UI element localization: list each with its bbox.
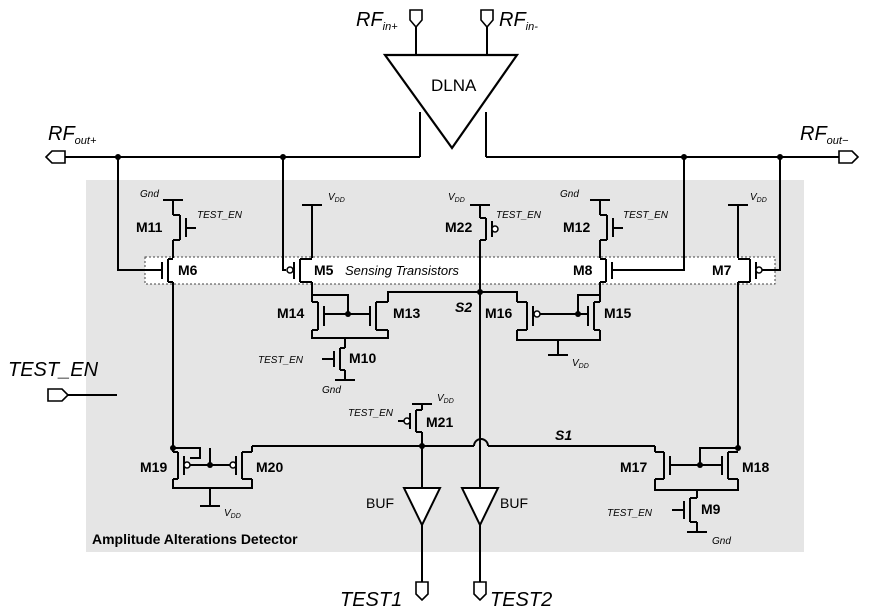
svg-text:M17: M17 bbox=[620, 459, 647, 475]
svg-text:RFin-: RFin- bbox=[499, 9, 538, 33]
svg-text:M9: M9 bbox=[701, 501, 721, 517]
test-en-pin: TEST_EN bbox=[8, 359, 117, 402]
s2-label: S2 bbox=[455, 299, 472, 315]
gnd-m12: Gnd bbox=[560, 189, 610, 215]
m17-m18-pair: M17 M18 bbox=[620, 446, 769, 498]
svg-text:BUF: BUF bbox=[366, 495, 394, 511]
svg-text:Gnd: Gnd bbox=[712, 536, 731, 547]
dlna-amplifier: DLNA bbox=[382, 53, 520, 157]
svg-text:TEST_EN: TEST_EN bbox=[623, 210, 669, 221]
svg-text:BUF: BUF bbox=[500, 495, 528, 511]
m10-transistor: TEST_EN M10 Gnd bbox=[258, 345, 376, 396]
svg-text:M19: M19 bbox=[140, 459, 167, 475]
svg-text:M6: M6 bbox=[178, 262, 198, 278]
svg-text:VDD: VDD bbox=[572, 358, 589, 370]
m7-gate-wire bbox=[760, 157, 781, 271]
buffer-test2: BUF bbox=[460, 487, 528, 582]
svg-text:VDD: VDD bbox=[448, 192, 465, 204]
s1-label: S1 bbox=[555, 427, 572, 443]
svg-text:M21: M21 bbox=[426, 414, 453, 430]
svg-text:RFout−: RFout− bbox=[800, 123, 849, 147]
svg-text:TEST_EN: TEST_EN bbox=[607, 508, 653, 519]
svg-text:TEST_EN: TEST_EN bbox=[496, 210, 542, 221]
m9-transistor: TEST_EN M9 Gnd bbox=[607, 497, 731, 547]
test2-pin: TEST2 bbox=[473, 581, 552, 611]
svg-text:Gnd: Gnd bbox=[322, 385, 341, 396]
m6-gate-wire bbox=[117, 157, 162, 271]
svg-text:Gnd: Gnd bbox=[560, 189, 579, 200]
svg-text:M10: M10 bbox=[349, 350, 376, 366]
gnd-m11: Gnd bbox=[140, 189, 183, 215]
svg-text:TEST_EN: TEST_EN bbox=[8, 359, 99, 381]
svg-text:VDD: VDD bbox=[224, 508, 241, 520]
m11-transistor: M11 TEST_EN bbox=[136, 210, 243, 241]
svg-text:VDD: VDD bbox=[328, 192, 345, 204]
vdd-m7: VDD bbox=[728, 192, 767, 258]
m8-transistor: M8 bbox=[573, 258, 613, 283]
m12-transistor: M12 TEST_EN bbox=[563, 210, 669, 241]
m6-transistor: M6 bbox=[161, 258, 198, 283]
vdd-m5: VDD bbox=[302, 192, 345, 258]
svg-text:M8: M8 bbox=[573, 262, 593, 278]
buffer-test1: BUF bbox=[366, 487, 442, 582]
svg-text:M13: M13 bbox=[393, 305, 420, 321]
m21-transistor: VDD TEST_EN M21 bbox=[348, 393, 454, 433]
svg-text:M20: M20 bbox=[256, 459, 283, 475]
svg-text:M18: M18 bbox=[742, 459, 769, 475]
svg-text:M7: M7 bbox=[712, 262, 732, 278]
sensing-label: Sensing Transistors bbox=[345, 263, 459, 278]
rf-out-minus-pin: RFout− bbox=[800, 123, 860, 164]
m19-m20-pair: M19 M20 VDD bbox=[140, 446, 283, 520]
svg-text:VDD: VDD bbox=[750, 192, 767, 204]
m16-m15-mirror: M16 M15 VDD bbox=[480, 291, 631, 370]
svg-text:M22: M22 bbox=[445, 219, 472, 235]
test1-pin: TEST1 bbox=[340, 581, 429, 611]
node-dot bbox=[419, 443, 425, 449]
m5-transistor: M5 bbox=[286, 258, 334, 283]
svg-text:TEST_EN: TEST_EN bbox=[258, 355, 304, 366]
vdd-m22: VDD bbox=[448, 192, 490, 218]
detector-label: Amplitude Alterations Detector bbox=[92, 531, 298, 547]
svg-text:TEST_EN: TEST_EN bbox=[197, 210, 243, 221]
svg-text:TEST2: TEST2 bbox=[490, 589, 552, 611]
svg-text:RFout+: RFout+ bbox=[48, 123, 97, 147]
svg-text:M16: M16 bbox=[485, 305, 512, 321]
m7-transistor: M7 bbox=[712, 258, 763, 283]
svg-text:Gnd: Gnd bbox=[140, 189, 159, 200]
m14-m13-mirror: M14 M13 bbox=[277, 291, 480, 345]
svg-text:TEST_EN: TEST_EN bbox=[348, 408, 394, 419]
m5-gate-wire bbox=[282, 157, 286, 271]
rf-out-plus-pin: RFout+ bbox=[44, 123, 97, 164]
svg-text:VDD: VDD bbox=[437, 393, 454, 405]
svg-text:M11: M11 bbox=[136, 219, 163, 235]
svg-text:M12: M12 bbox=[563, 219, 590, 235]
svg-text:RFin+: RFin+ bbox=[356, 9, 398, 33]
svg-text:M14: M14 bbox=[277, 305, 304, 321]
svg-text:DLNA: DLNA bbox=[431, 76, 477, 95]
m22-transistor: M22 TEST_EN bbox=[445, 210, 542, 241]
m8-gate-wire bbox=[612, 157, 685, 271]
svg-text:M15: M15 bbox=[604, 305, 631, 321]
svg-text:M5: M5 bbox=[314, 262, 334, 278]
svg-text:TEST1: TEST1 bbox=[340, 589, 402, 611]
